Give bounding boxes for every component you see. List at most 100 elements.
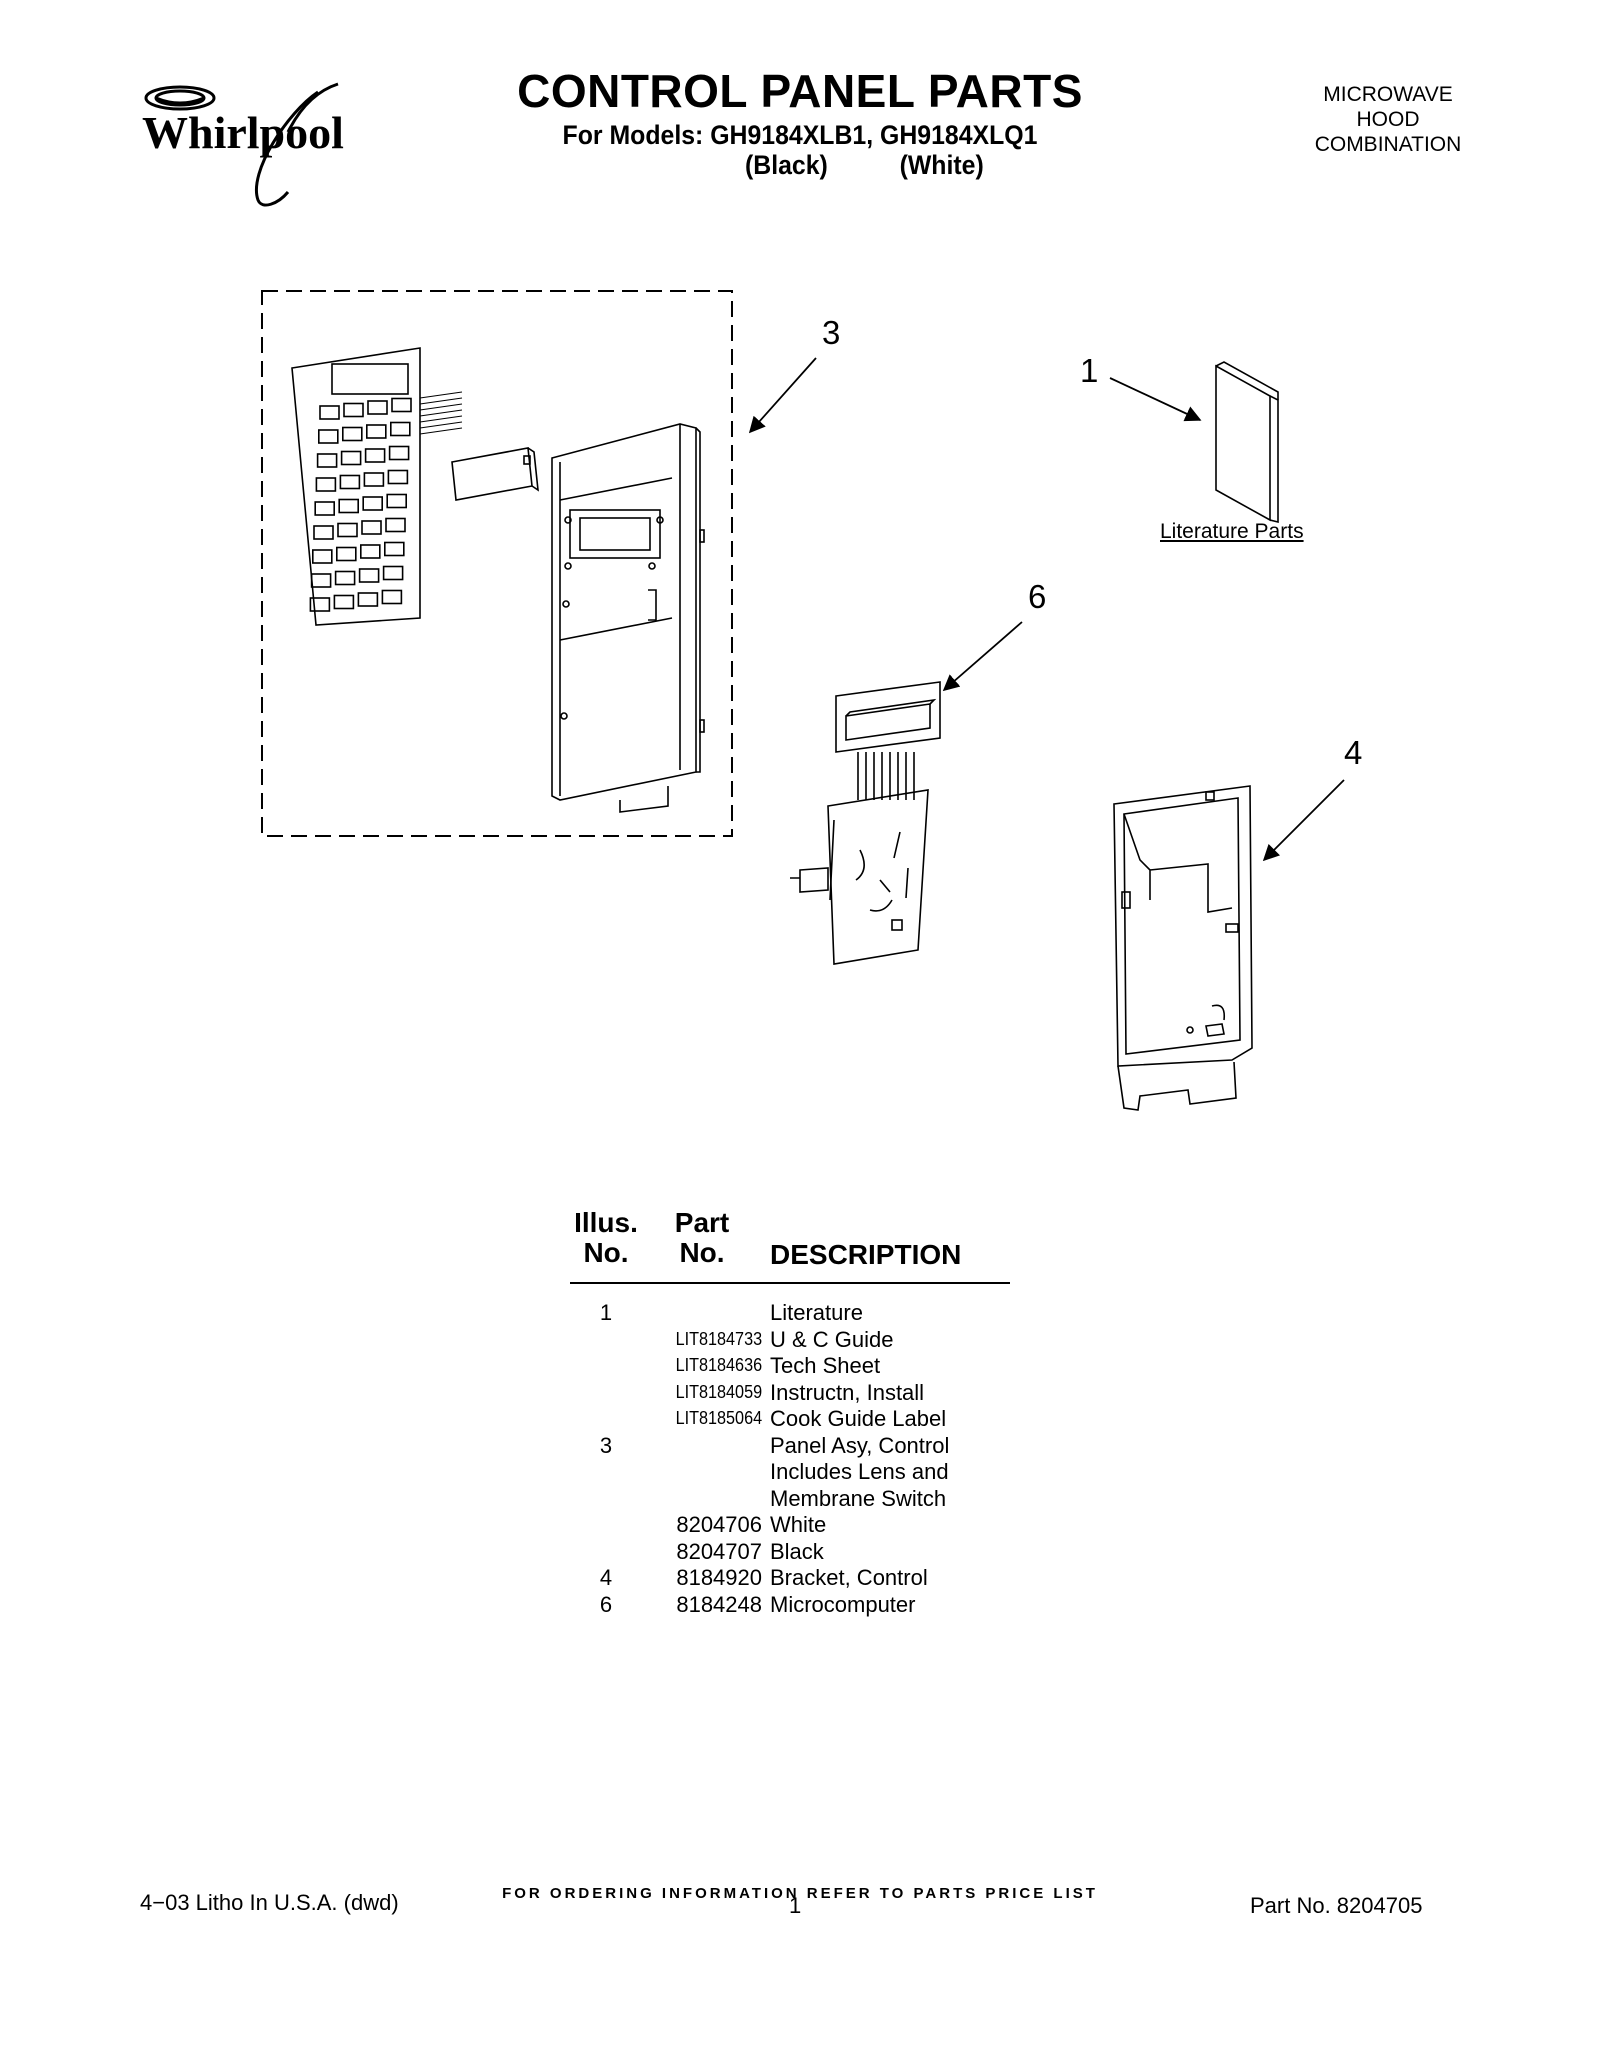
- keypad-key: [315, 477, 337, 492]
- ordering-note: FOR ORDERING INFORMATION REFER TO PARTS …: [502, 1885, 1098, 1902]
- header-illus-line1: Illus.: [574, 1207, 638, 1238]
- display-lens: [451, 447, 539, 501]
- callout-bracket: 4: [1344, 734, 1362, 771]
- keypad-key: [339, 474, 361, 490]
- finish-white: (White): [899, 150, 984, 180]
- description-cell: Cook Guide Label: [770, 1406, 947, 1431]
- table-row: 1 Literature: [570, 1300, 1010, 1327]
- keypad-key: [310, 573, 332, 588]
- exploded-parts-diagram: 3 1 6 4: [261, 290, 1362, 1111]
- keypad-key: [335, 546, 357, 562]
- callout-microcomputer: 6: [1028, 578, 1046, 615]
- table-row: Membrane Switch: [570, 1486, 1010, 1513]
- header-rule: [570, 1282, 1010, 1284]
- keypad-key: [316, 453, 338, 468]
- description-cell: White: [770, 1512, 827, 1537]
- panel-assembly-boundary: [261, 290, 733, 837]
- finishes-line: (Black) (White): [745, 150, 984, 181]
- keypad-key: [319, 405, 340, 420]
- control-panel-housing: [551, 423, 705, 813]
- description-cell: Literature: [770, 1300, 863, 1325]
- illus-no-cell: 1: [599, 1300, 613, 1325]
- header-illus-no: Illus. No.: [570, 1208, 642, 1268]
- table-row: Includes Lens and: [570, 1459, 1010, 1486]
- description-cell: Microcomputer: [770, 1591, 916, 1617]
- callout-panel-assembly: 3: [822, 314, 840, 351]
- description-cell: Membrane Switch: [770, 1485, 947, 1511]
- table-row: LIT8185064 Cook Guide Label: [570, 1406, 1010, 1433]
- table-row: 6 8184248 Microcomputer: [570, 1592, 1010, 1619]
- table-row: LIT8184636 Tech Sheet: [570, 1353, 1010, 1380]
- keypad-key: [381, 589, 403, 605]
- part-no-cell: LIT8184636: [675, 1355, 762, 1375]
- keypad-key: [341, 426, 363, 442]
- callout-literature: 1: [1080, 352, 1098, 389]
- keypad-key: [386, 493, 408, 509]
- keypad-key: [357, 592, 379, 607]
- table-row: 3 Panel Asy, Control: [570, 1433, 1010, 1460]
- header-part-line1: Part: [674, 1207, 730, 1238]
- product-type: MICROWAVE HOOD COMBINATION: [1268, 82, 1508, 157]
- literature-booklet: [1215, 361, 1279, 524]
- illus-no-cell: 3: [599, 1432, 613, 1458]
- table-row: 4 8184920 Bracket, Control: [570, 1565, 1010, 1592]
- microcomputer-board: [790, 681, 941, 965]
- description-cell: Panel Asy, Control: [770, 1432, 950, 1458]
- keypad-key: [359, 544, 381, 559]
- parts-table-header: Illus. No. Part No. DESCRIPTION: [570, 1208, 1010, 1282]
- literature-parts-label: Literature Parts: [1160, 520, 1304, 543]
- keypad-key: [334, 570, 356, 586]
- part-no-cell: 8184248: [676, 1591, 762, 1617]
- keypad-key: [388, 445, 410, 461]
- keypad-key: [383, 541, 405, 557]
- keypad-key: [367, 400, 388, 415]
- product-type-line: MICROWAVE: [1323, 83, 1453, 106]
- page-title: CONTROL PANEL PARTS: [517, 65, 1083, 117]
- product-type-line: HOOD: [1356, 108, 1420, 131]
- finish-black: (Black): [745, 150, 828, 180]
- keypad-key: [333, 594, 355, 610]
- membrane-switch-keypad: [291, 347, 463, 626]
- keypad-key: [343, 402, 364, 418]
- product-type-line: COMBINATION: [1314, 133, 1462, 156]
- keypad-key: [361, 520, 382, 535]
- models-line: For Models: GH9184XLB1, GH9184XLQ1: [562, 120, 1038, 150]
- document-part-number: Part No. 8204705: [1250, 1893, 1423, 1918]
- table-row: LIT8184733 U & C Guide: [570, 1327, 1010, 1354]
- keypad-key: [387, 469, 409, 485]
- leader-lines: [748, 357, 1345, 862]
- part-no-cell: LIT8184059: [675, 1381, 762, 1402]
- description-cell: Tech Sheet: [770, 1353, 881, 1378]
- keypad-key: [309, 597, 331, 612]
- description-cell: Bracket, Control: [770, 1565, 928, 1590]
- header-description: DESCRIPTION: [770, 1239, 962, 1270]
- keypad-key: [363, 472, 385, 487]
- description-cell: Black: [770, 1538, 824, 1564]
- keypad-key: [362, 496, 384, 511]
- part-no-cell: LIT8184733: [675, 1328, 762, 1349]
- keypad-key: [385, 517, 406, 533]
- keypad-key: [317, 429, 339, 444]
- illus-no-cell: 4: [599, 1565, 613, 1590]
- part-no-cell: LIT8185064: [675, 1408, 762, 1428]
- keypad-key: [365, 424, 387, 439]
- keypad-key: [337, 522, 358, 538]
- brand-wordmark: Whirlpool: [142, 107, 344, 158]
- description-cell: U & C Guide: [770, 1326, 894, 1352]
- keypad-key: [314, 501, 336, 516]
- keypad-key: [364, 448, 386, 463]
- parts-table: Illus. No. Part No. DESCRIPTION 1 Literat…: [570, 1208, 1010, 1618]
- part-no-cell: 8204706: [676, 1512, 762, 1537]
- keypad-key: [340, 450, 362, 466]
- header-part-no: Part No.: [662, 1208, 742, 1268]
- illus-no-cell: 6: [599, 1591, 613, 1617]
- part-no-cell: 8184920: [676, 1565, 762, 1590]
- keypad-key: [389, 421, 411, 437]
- description-cell: Includes Lens and: [770, 1459, 949, 1484]
- keypad-key: [358, 568, 380, 583]
- whirlpool-logo: Whirlpool: [142, 82, 344, 207]
- keypad-key: [311, 549, 333, 564]
